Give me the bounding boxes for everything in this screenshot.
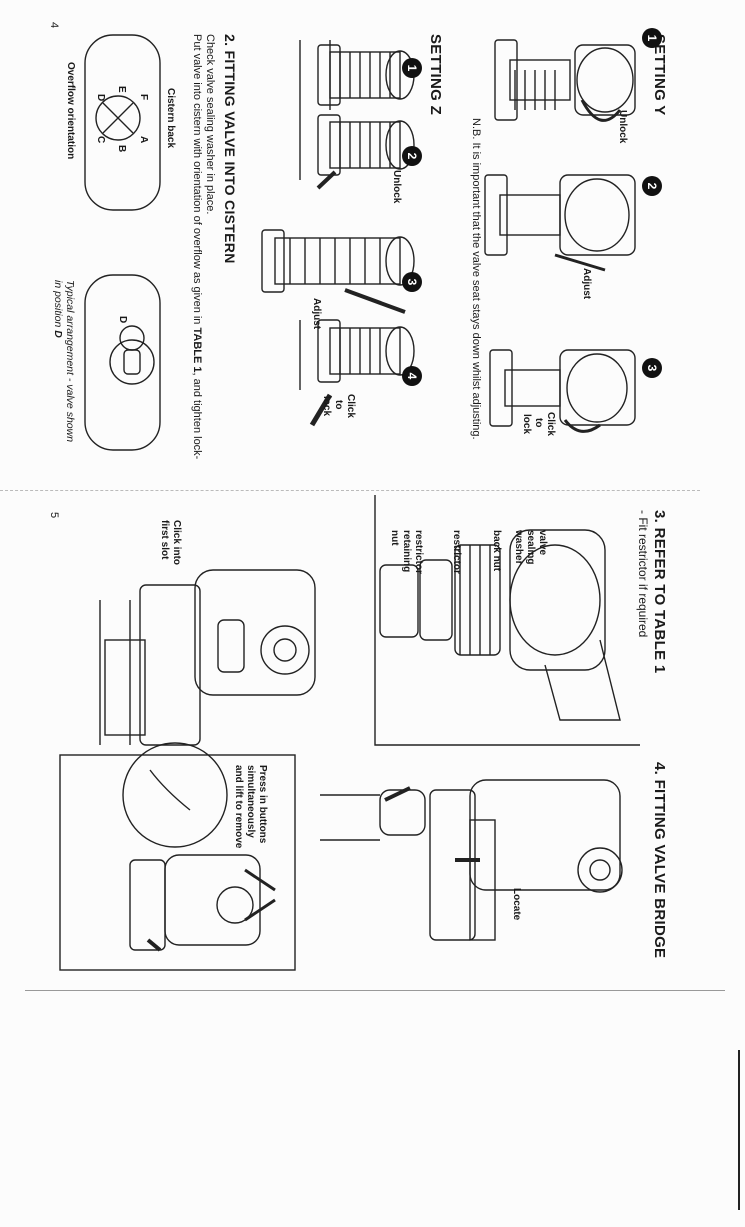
label-restrictor: restrictor <box>451 530 462 574</box>
click-slot-drawing <box>99 569 316 746</box>
typical-arrangement-line-2: in position D <box>52 280 64 338</box>
label-back-nut: back nut <box>491 530 502 572</box>
scan-edge <box>738 1050 740 1210</box>
page-bottom-edge <box>25 990 725 991</box>
refer-table-subtitle: - Fit restrictor if required <box>636 510 650 638</box>
press-buttons-label-3: and lift to remove <box>233 765 244 849</box>
setting-z-step4-drawing <box>299 319 415 427</box>
setting-z-step2-drawing <box>299 110 415 190</box>
position-d-label: D <box>117 316 128 324</box>
setting-y-note: N.B. It is important that the valve seat… <box>470 118 482 440</box>
setting-y-adjust-label: Adjust <box>581 268 592 300</box>
label-valve: valve <box>537 530 548 556</box>
setting-z-to-label: to <box>333 400 344 410</box>
setting-y-lock-label: lock <box>521 414 532 435</box>
page-number-4: 4 <box>48 22 60 29</box>
setting-y-unlock-label: Unlock <box>617 110 628 144</box>
setting-z-click-label: Click <box>345 394 356 418</box>
click-slot-label-1: Click into <box>171 520 182 566</box>
click-slot-label-2: first slot <box>159 520 170 560</box>
setting-y-click-label: Click <box>545 412 556 436</box>
setting-z-lock-label: lock <box>321 396 332 417</box>
setting-z-step3-drawing <box>261 229 415 314</box>
letter-c: C <box>95 136 106 144</box>
cistern-back-label: Cistern back <box>165 88 176 149</box>
label-restrictor-retaining: restrictor <box>413 530 424 574</box>
refer-table-title: 3. REFER TO TABLE 1 <box>651 510 668 674</box>
label-sealing: sealing <box>525 530 536 565</box>
label-washer: washer <box>513 530 524 565</box>
overflow-orientation-label: Overflow orientation <box>65 62 76 160</box>
fitting-line-1: Check valve sealing washer in place. <box>204 34 216 215</box>
setting-z-step1-drawing <box>299 40 415 110</box>
letter-a: A <box>138 136 149 144</box>
setting-y-step-3: 3 <box>642 358 662 378</box>
fitting-title: 2. FITTING VALVE INTO CISTERN <box>222 34 238 264</box>
letter-f: F <box>138 94 149 101</box>
exploded-parts-diagram <box>374 495 640 746</box>
setting-y-step3-drawing <box>489 349 636 433</box>
valve-bridge-drawing <box>320 779 623 941</box>
setting-y-step1-drawing <box>494 39 636 122</box>
setting-z-step-1: 1 <box>402 58 422 78</box>
setting-z-step-2: 2 <box>402 146 422 166</box>
typical-arrangement-line-1: Typical arrangement - valve shown <box>64 280 76 443</box>
press-buttons-label-2: simultaneously <box>245 765 256 838</box>
setting-z-adjust-label: Adjust <box>311 298 322 330</box>
setting-z-unlock-label: Unlock <box>391 170 402 204</box>
letter-b: B <box>116 145 127 153</box>
setting-y-step-2: 2 <box>642 176 662 196</box>
press-buttons-inset <box>59 742 296 971</box>
setting-z-step-4: 4 <box>402 366 422 386</box>
label-nut: nut <box>389 530 400 546</box>
letter-d: D <box>95 94 106 102</box>
label-retaining: retaining <box>401 530 412 573</box>
valve-bridge-title: 4. FITTING VALVE BRIDGE <box>651 762 668 959</box>
setting-z-title: SETTING Z <box>427 34 444 116</box>
cistern-back-diagram <box>84 34 161 211</box>
press-buttons-label-1: Press in buttons <box>257 765 268 844</box>
letter-e: E <box>116 86 127 93</box>
typical-arrangement-diagram <box>84 274 161 451</box>
setting-z-step-3: 3 <box>402 272 422 292</box>
page-number-5: 5 <box>48 512 60 519</box>
setting-y-step2-drawing <box>484 174 636 272</box>
locate-label: Locate <box>511 888 522 921</box>
fitting-line-2: Put valve into cistern with orientation … <box>191 34 203 460</box>
setting-y-step-1: 1 <box>642 28 662 48</box>
setting-y-to-label: to <box>533 418 544 428</box>
page-fold <box>0 490 700 491</box>
